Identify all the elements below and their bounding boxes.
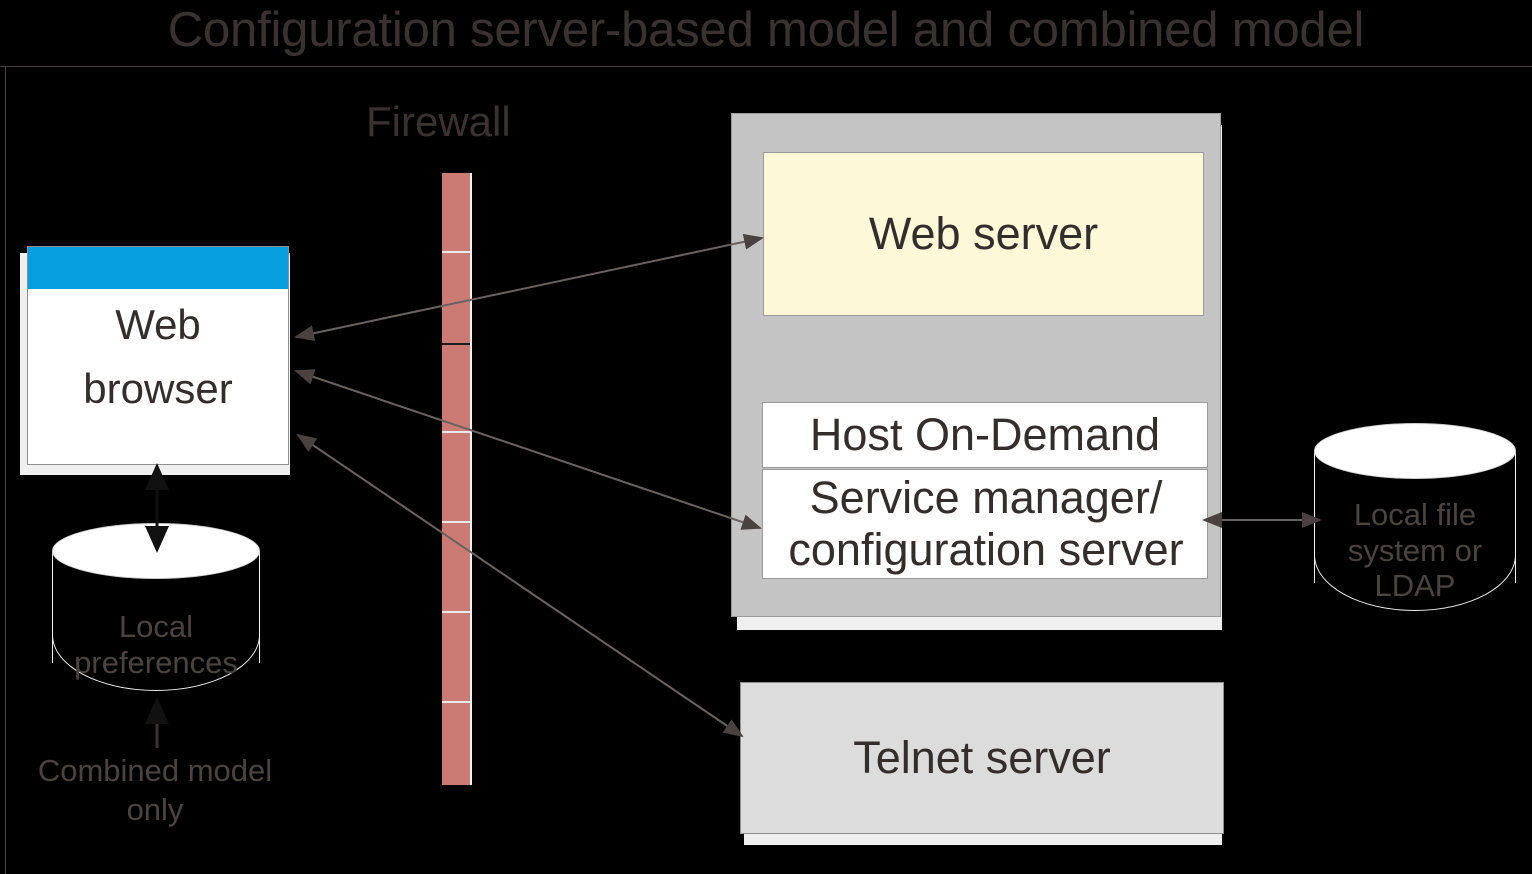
firewall-label: Firewall	[366, 98, 511, 145]
ldap-label-line1: Local file	[1353, 497, 1477, 532]
page-title: Configuration server-based model and com…	[167, 3, 1365, 57]
configuration-server-line1: Service manager/	[809, 472, 1163, 523]
configuration-server-label: Service manager/ configuration server	[745, 472, 1227, 576]
firewall-brick-line	[442, 251, 470, 253]
browser-label: Web browser	[28, 293, 288, 421]
firewall-brick-line	[442, 343, 470, 345]
ldap-label-line3: LDAP	[1374, 568, 1456, 604]
cylinder-top-ellipse	[1314, 423, 1516, 479]
local-preferences-label: Local preferences	[52, 609, 260, 680]
local-file-system-ldap-cylinder: Local file system or LDAP	[1314, 423, 1516, 611]
browser-titlebar	[28, 247, 288, 289]
firewall-wall	[442, 173, 472, 785]
web-server-label: Web server	[868, 208, 1099, 259]
host-on-demand-label: Host On-Demand	[809, 409, 1161, 460]
local-preferences-line1: Local	[118, 609, 194, 644]
frame-top-divider	[0, 66, 1532, 67]
local-preferences-cylinder: Local preferences	[52, 523, 260, 691]
arrow-browser-to-config-server	[294, 369, 762, 530]
host-on-demand-box[interactable]: Host On-Demand	[762, 402, 1208, 468]
firewall-brick-line	[442, 611, 470, 613]
combined-model-note-line2: only	[126, 791, 184, 827]
web-server-box[interactable]: Web server	[763, 152, 1204, 316]
arrow-browser-to-web-server	[294, 233, 764, 342]
combined-model-note-line1: Combined model	[37, 753, 273, 788]
firewall-brick-line	[442, 431, 470, 433]
telnet-server-box[interactable]: Telnet server	[740, 682, 1224, 834]
configuration-server-box[interactable]: Service manager/ configuration server	[762, 469, 1208, 579]
local-preferences-line2: preferences	[74, 644, 238, 680]
frame-left-divider	[5, 66, 6, 874]
telnet-server-label: Telnet server	[853, 732, 1111, 783]
web-browser-window[interactable]: Web browser	[27, 246, 289, 465]
firewall-brick-line	[442, 521, 470, 523]
combined-model-note: Combined model only	[10, 752, 300, 830]
cylinder-top-ellipse	[52, 523, 260, 579]
configuration-server-line2: configuration server	[788, 524, 1184, 575]
browser-label-line1: Web	[115, 301, 201, 348]
arrow-browser-to-telnet-server	[296, 433, 744, 738]
ldap-label: Local file system or LDAP	[1314, 497, 1516, 604]
ldap-label-line2: system or	[1347, 532, 1483, 568]
browser-label-line2: browser	[83, 365, 233, 412]
firewall-brick-line	[442, 701, 470, 703]
